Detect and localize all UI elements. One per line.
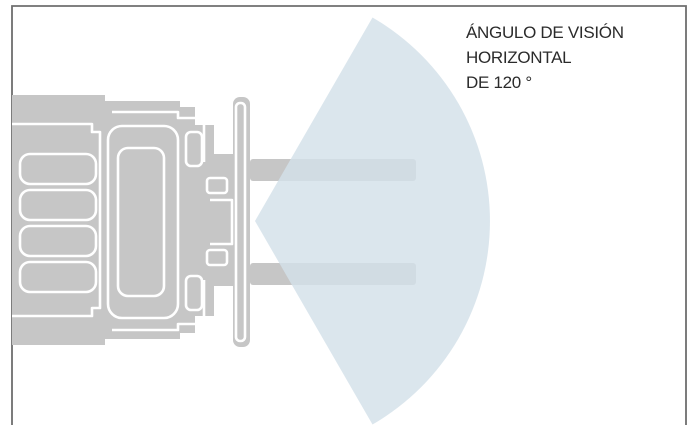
field-of-view-wedge — [255, 17, 490, 425]
caption-line-3: DE 120 ° — [466, 73, 532, 92]
mast-inner-rail — [234, 101, 247, 343]
carriage-cylinder-upper — [205, 176, 229, 195]
carriage-cylinder-lower — [205, 248, 229, 267]
seat-outline — [116, 146, 166, 298]
caption-line-1: ÁNGULO DE VISIÓN — [466, 23, 624, 42]
front-frame-lower — [112, 280, 206, 332]
rear-wheel-block-1 — [18, 152, 98, 186]
carriage-inner-frame — [210, 198, 234, 246]
front-wheel-upper — [184, 130, 204, 168]
rear-wheel-block-2 — [18, 188, 98, 222]
forklift-detail-lines — [12, 101, 247, 343]
view-angle-caption: ÁNGULO DE VISIÓN HORIZONTAL DE 120 ° — [466, 20, 666, 95]
front-frame-upper — [112, 110, 206, 162]
caption-line-2: HORIZONTAL — [466, 48, 572, 67]
rear-wheel-block-3 — [18, 224, 98, 258]
front-wheel-lower — [184, 274, 204, 312]
counterweight-outline — [12, 122, 102, 318]
overhead-guard — [106, 124, 180, 320]
rear-wheel-block-4 — [18, 260, 98, 294]
forklift-chassis — [12, 95, 250, 345]
